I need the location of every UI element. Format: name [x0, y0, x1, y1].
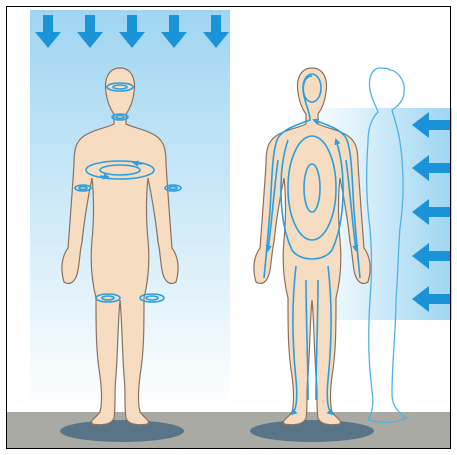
left-figure-shadow: [60, 420, 184, 442]
right-figure-shadow: [250, 420, 374, 442]
